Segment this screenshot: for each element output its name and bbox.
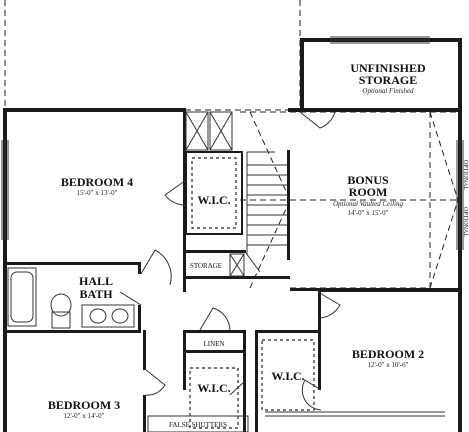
bedroom4-label: BEDROOM 4 15'-0" x 13'-0" (61, 175, 133, 197)
optional-right-label: OPTIONAL (462, 207, 468, 237)
storage-label: STORAGE (190, 262, 222, 270)
bedroom2-label: BEDROOM 2 12'-0" x 10'-6" (352, 347, 424, 369)
optional-left-label: OPTIONAL (462, 160, 468, 190)
linen-label: LINEN (204, 340, 225, 348)
bedroom4-name: BEDROOM 4 (61, 175, 133, 189)
wic-bed3-label: W.I.C. (197, 381, 230, 395)
windows (1, 36, 464, 417)
unfinished-storage-note: Optional Finished (362, 87, 414, 95)
false-shutters-label: FALSE SHUTTERS (169, 421, 227, 429)
bedroom3-name: BEDROOM 3 (48, 398, 120, 412)
interior-walls (3, 108, 321, 432)
hall-bath-label: HALL BATH (79, 274, 113, 301)
wic-bed4-label: W.I.C. (197, 193, 230, 207)
bedroom2-name: BEDROOM 2 (352, 347, 424, 361)
chase-closets (185, 111, 245, 277)
bonus-room-name-line1: BONUS (347, 173, 389, 187)
hall-bath-name-line2: BATH (79, 287, 113, 301)
bonus-room-dims: 14'-0" x 15'-0" (348, 209, 389, 217)
unfinished-storage-label: UNFINISHED STORAGE Optional Finished (350, 61, 426, 95)
unfinished-storage-name-line2: STORAGE (359, 73, 417, 87)
bonus-room-note: Optional Vaulted Ceiling (333, 200, 403, 208)
closet-shelves (189, 157, 315, 429)
misc-labels: FALSE SHUTTERS OPTIONAL OPTIONAL (147, 160, 468, 432)
roof-outline (4, 0, 462, 113)
bedroom4-dims: 15'-0" x 13'-0" (77, 189, 118, 197)
bedroom3-label: BEDROOM 3 12'-0" x 14'-0" (48, 398, 120, 420)
hall-bath-name-line1: HALL (79, 274, 113, 288)
bath-fixtures (7, 267, 135, 329)
bedroom2-dims: 12'-0" x 10'-6" (368, 361, 409, 369)
wic-bed2-label: W.I.C. (271, 369, 304, 383)
stairs (246, 151, 287, 255)
bedroom3-dims: 12'-0" x 14'-0" (64, 412, 105, 420)
unfinished-storage-name-line1: UNFINISHED (350, 61, 426, 75)
bonus-room-label: BONUS ROOM Optional Vaulted Ceiling 14'-… (333, 173, 403, 217)
bonus-room-name-line2: ROOM (349, 185, 388, 199)
doors (119, 111, 341, 411)
